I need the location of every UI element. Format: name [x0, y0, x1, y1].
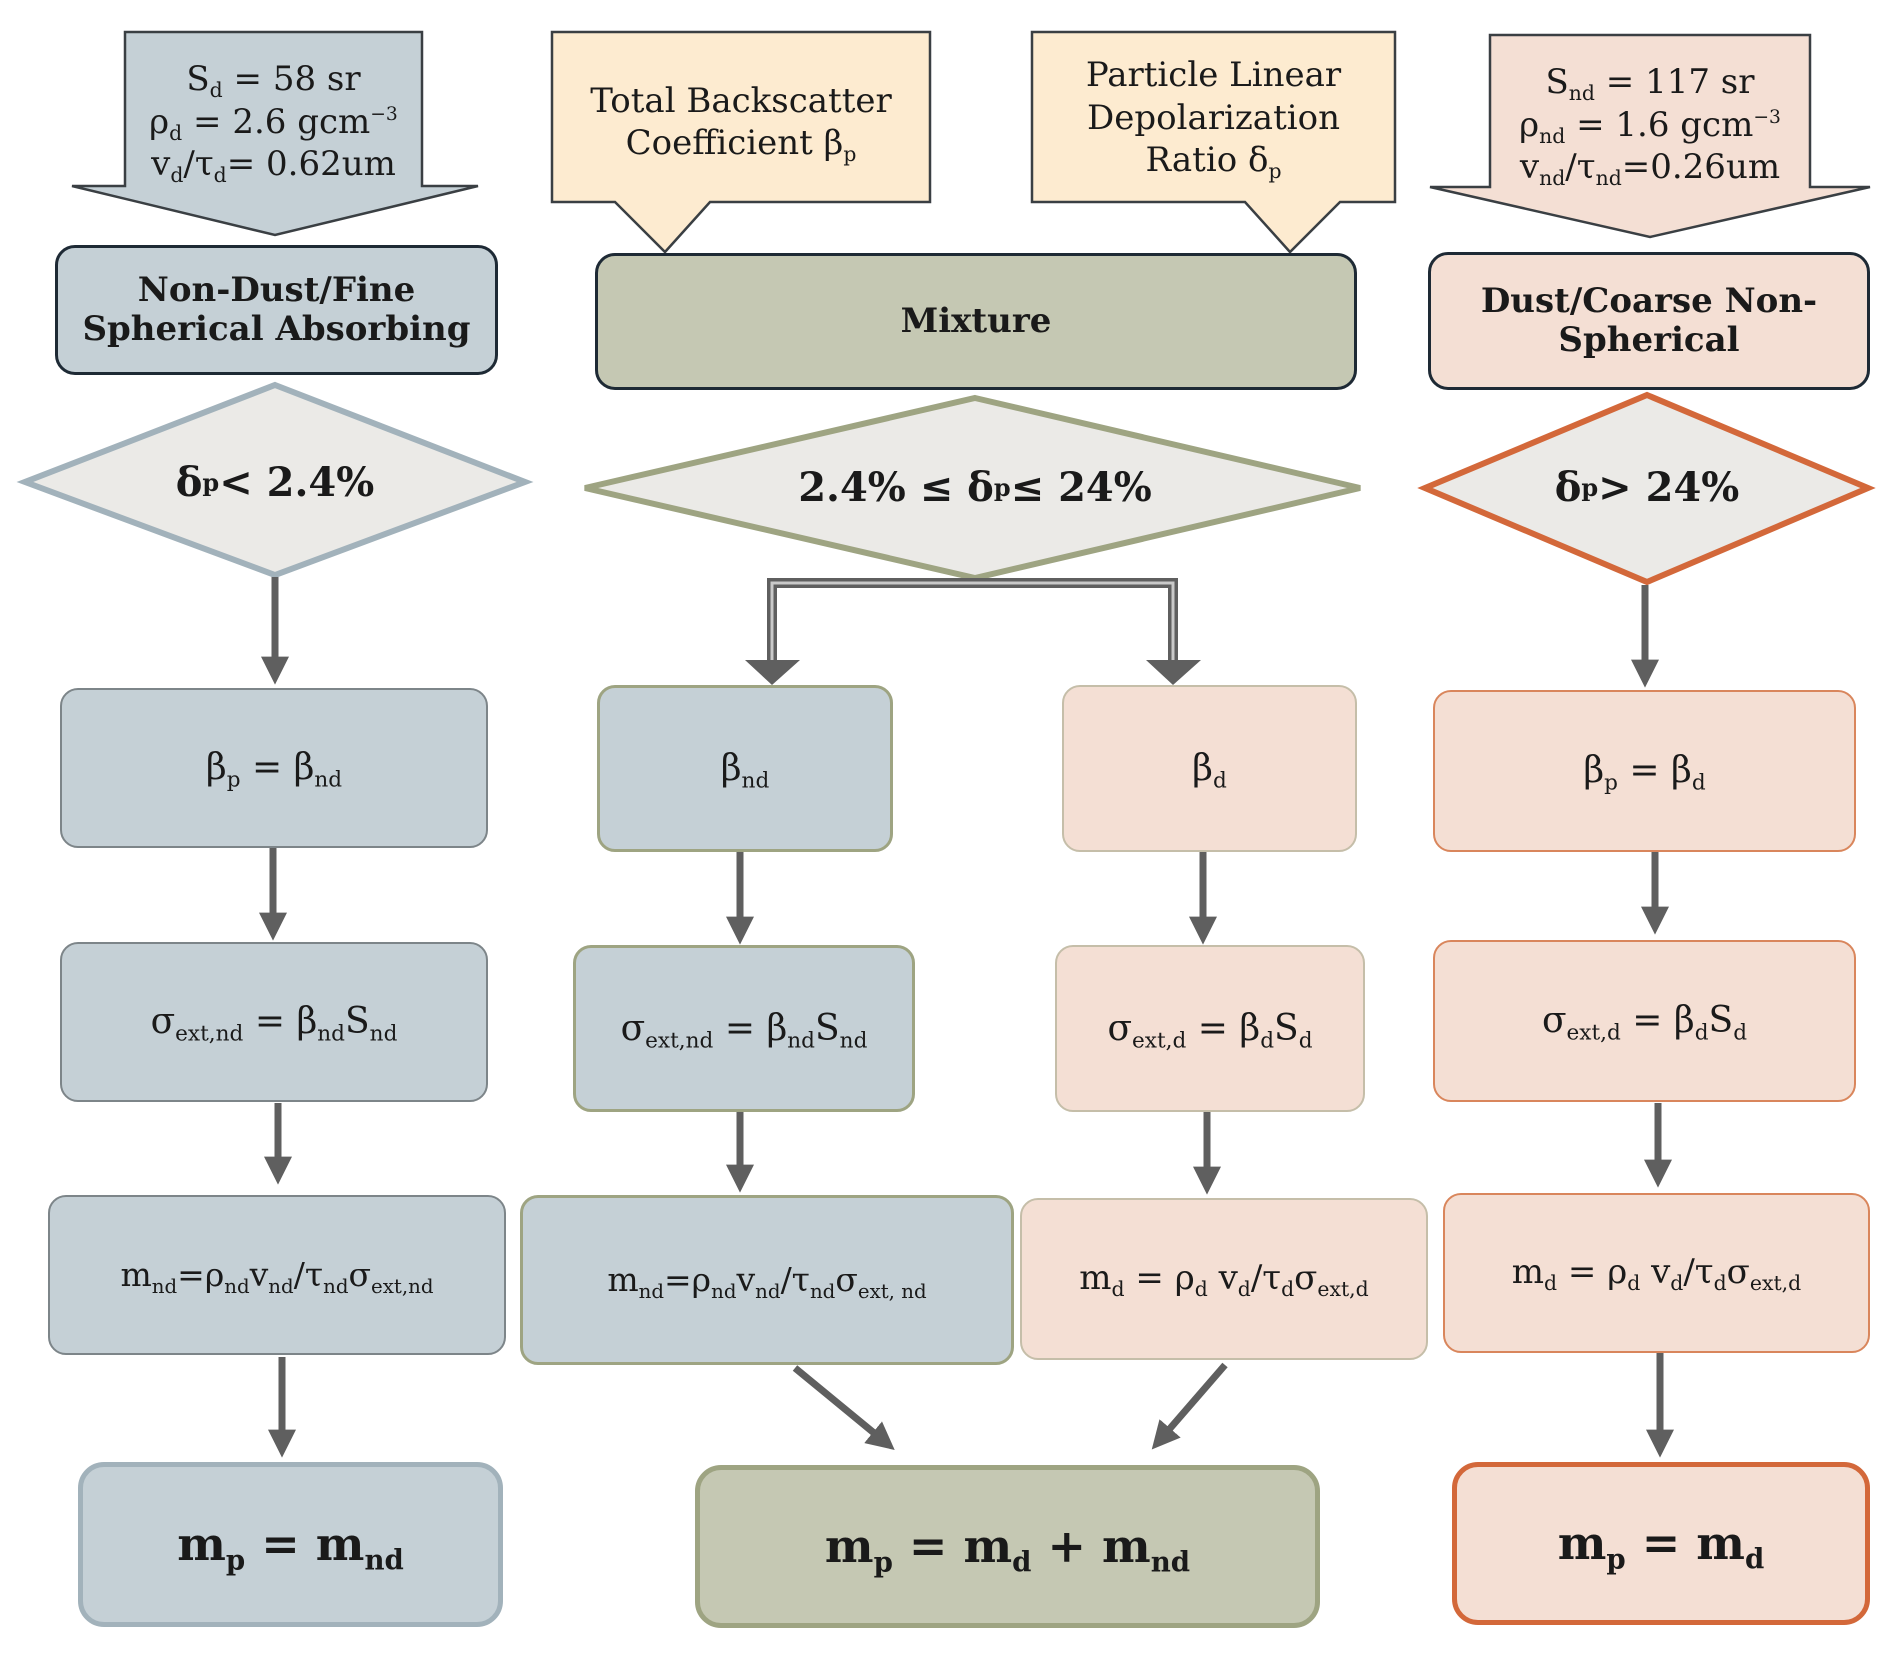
c2-backscatter-box: βnd [597, 685, 893, 852]
dust-lidar-ratio: Snd = 117 sr [1545, 62, 1755, 106]
c3-extinction-box: σext,d = βdSd [1055, 945, 1365, 1112]
c4-extinction-box: σext,d = βdSd [1433, 940, 1856, 1102]
c1-mass-eq: mnd=ρndvnd/τndσext,nd [120, 1255, 434, 1298]
mixture-final-eq: mp = md + mnd [824, 1519, 1191, 1579]
depolarization-callout: Particle Linear Depolarization Ratio δp [1032, 48, 1395, 188]
mixture-header: Mixture [595, 253, 1357, 390]
c2-backscatter-eq: βnd [720, 747, 770, 794]
backscatter-callout-shape [550, 30, 932, 254]
c3-mass-eq: md = ρd vd/τdσext,d [1079, 1258, 1369, 1302]
condition-diamond-dust [1417, 391, 1876, 586]
condition-diamond-nondust [16, 381, 534, 579]
c2-mass-box: mnd=ρndvnd/τndσext, nd [520, 1195, 1014, 1365]
nondust-header: Non-Dust/Fine Spherical Absorbing [55, 245, 498, 375]
c1-backscatter-box: βp = βnd [60, 688, 488, 848]
arrow [1151, 1362, 1228, 1450]
c2-mass-eq: mnd=ρndvnd/τndσext, nd [607, 1260, 927, 1303]
depolarization-line-2: Depolarization [1087, 97, 1340, 138]
c1-backscatter-eq: βp = βnd [205, 747, 343, 793]
depolarization-callout-shape [1030, 30, 1397, 254]
dust-density: ρnd = 1.6 gcm−3 [1519, 104, 1781, 148]
c4-backscatter-box: βp = βd [1433, 690, 1856, 852]
c4-mass-box: md = ρd vd/τdσext,d [1443, 1193, 1870, 1353]
c3-backscatter-box: βd [1062, 685, 1357, 852]
c2-extinction-box: σext,nd = βndSnd [573, 945, 915, 1112]
c3-mass-box: md = ρd vd/τdσext,d [1020, 1198, 1428, 1360]
split-connector [767, 578, 1178, 668]
nondust-volume-ratio: vd/τd= 0.62um [151, 144, 396, 188]
c1-final-box: mp = mnd [78, 1462, 503, 1627]
c3-extinction-eq: σext,d = βdSd [1107, 1007, 1313, 1054]
dust-volume-ratio: vnd/τnd=0.26um [1519, 147, 1781, 191]
mixture-final-box: mp = md + mnd [695, 1465, 1320, 1628]
c1-extinction-box: σext,nd = βndSnd [60, 942, 488, 1102]
c1-mass-box: mnd=ρndvnd/τndσext,nd [48, 1195, 506, 1355]
nondust-lidar-ratio: Sd = 58 sr [186, 59, 361, 103]
dust-header: Dust/Coarse Non-Spherical [1428, 252, 1870, 390]
nondust-density: ρd = 2.6 gcm−3 [149, 101, 398, 145]
c4-backscatter-eq: βp = βd [1583, 750, 1706, 796]
c4-final-eq: mp = md [1557, 1516, 1765, 1576]
c4-extinction-eq: σext,d = βdSd [1541, 1000, 1748, 1046]
c4-final-box: mp = md [1452, 1462, 1870, 1625]
c2-extinction-eq: σext,nd = βndSnd [620, 1007, 868, 1054]
dust-params-callout: Snd = 117 sr ρnd = 1.6 gcm−3 vnd/τnd=0.2… [1490, 55, 1810, 195]
nondust-params-callout-shape [71, 30, 479, 237]
nondust-params-callout: Sd = 58 sr ρd = 2.6 gcm−3 vd/τd= 0.62um [125, 52, 422, 192]
backscatter-line-2: Coefficient βp [625, 123, 857, 167]
c4-mass-eq: md = ρd vd/τdσext,d [1511, 1252, 1802, 1296]
c3-backscatter-eq: βd [1192, 747, 1227, 794]
c1-extinction-eq: σext,nd = βndSnd [150, 1001, 398, 1047]
depolarization-line-3: Ratio δp [1145, 140, 1282, 184]
c1-final-eq: mp = mnd [177, 1517, 404, 1577]
depolarization-line-1: Particle Linear [1085, 55, 1342, 96]
backscatter-line-1: Total Backscatter [590, 80, 892, 121]
arrowhead [1146, 660, 1201, 685]
backscatter-callout: Total Backscatter Coefficient βp [552, 62, 930, 182]
split-connector-inner [770, 581, 1175, 668]
arrow [792, 1365, 895, 1451]
arrowhead [745, 660, 800, 685]
dust-params-callout-shape [1429, 33, 1871, 239]
